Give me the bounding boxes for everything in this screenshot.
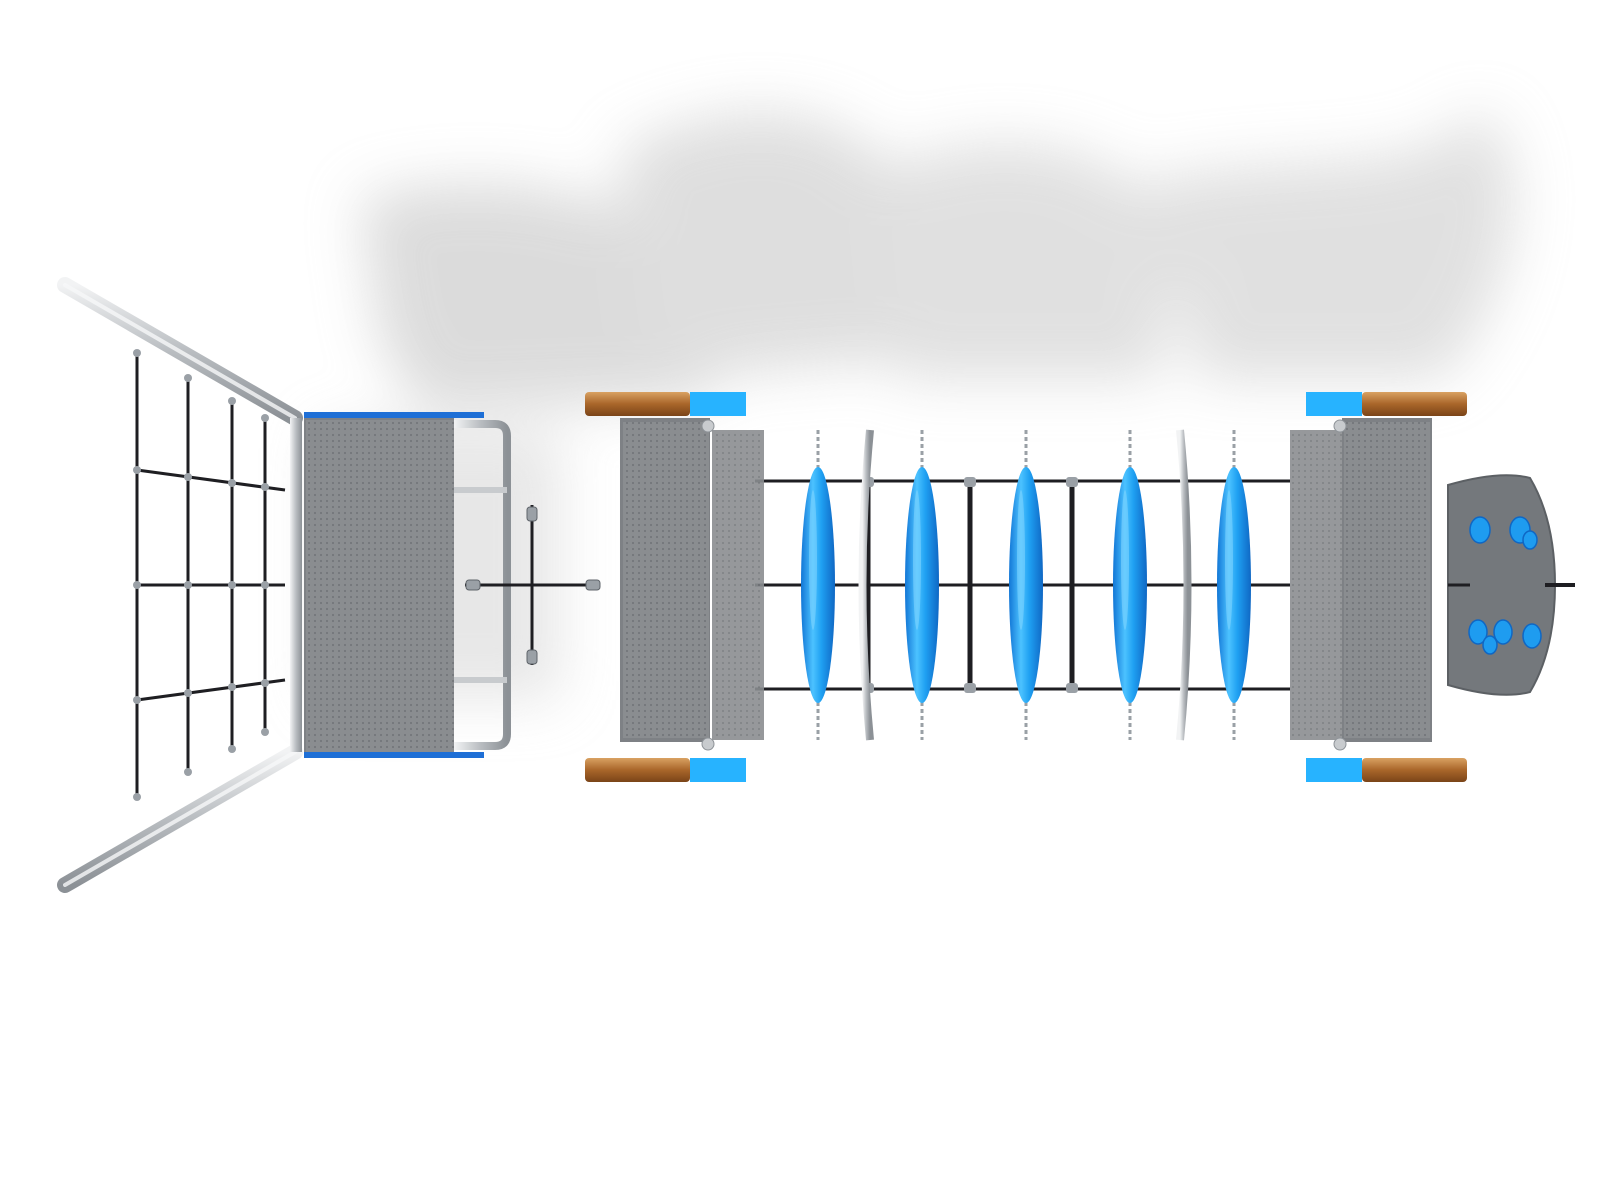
climbing-wall: [1447, 474, 1575, 696]
blue-cap: [1306, 758, 1362, 782]
climbing-net: [57, 277, 303, 893]
hanging-bag: [1217, 467, 1251, 703]
climbing-hold: [1482, 635, 1498, 655]
right-tower: [1290, 392, 1467, 782]
wood-beam: [585, 758, 690, 782]
climbing-hold: [1522, 530, 1538, 550]
climbing-hold: [1469, 516, 1491, 544]
blue-cap: [1306, 392, 1362, 416]
hanging-bag: [1113, 467, 1147, 703]
cast-shadow: [320, 110, 1515, 700]
blue-cap: [690, 758, 746, 782]
hanging-bags: [801, 467, 1251, 703]
climbing-hold: [1468, 619, 1488, 645]
hanging-bag: [801, 467, 835, 703]
connector-link: [465, 486, 615, 684]
blue-cap: [690, 392, 746, 416]
wood-beam: [1362, 758, 1467, 782]
left-tower: [585, 392, 764, 782]
climbing-hold: [1522, 623, 1542, 649]
left-platform: [290, 412, 511, 758]
climbing-hold: [1493, 619, 1513, 645]
hanging-bag: [905, 467, 939, 703]
wood-beam: [1362, 392, 1467, 416]
wood-beam: [585, 392, 690, 416]
rope-bridge: [700, 421, 1340, 749]
hanging-bag: [1009, 467, 1043, 703]
